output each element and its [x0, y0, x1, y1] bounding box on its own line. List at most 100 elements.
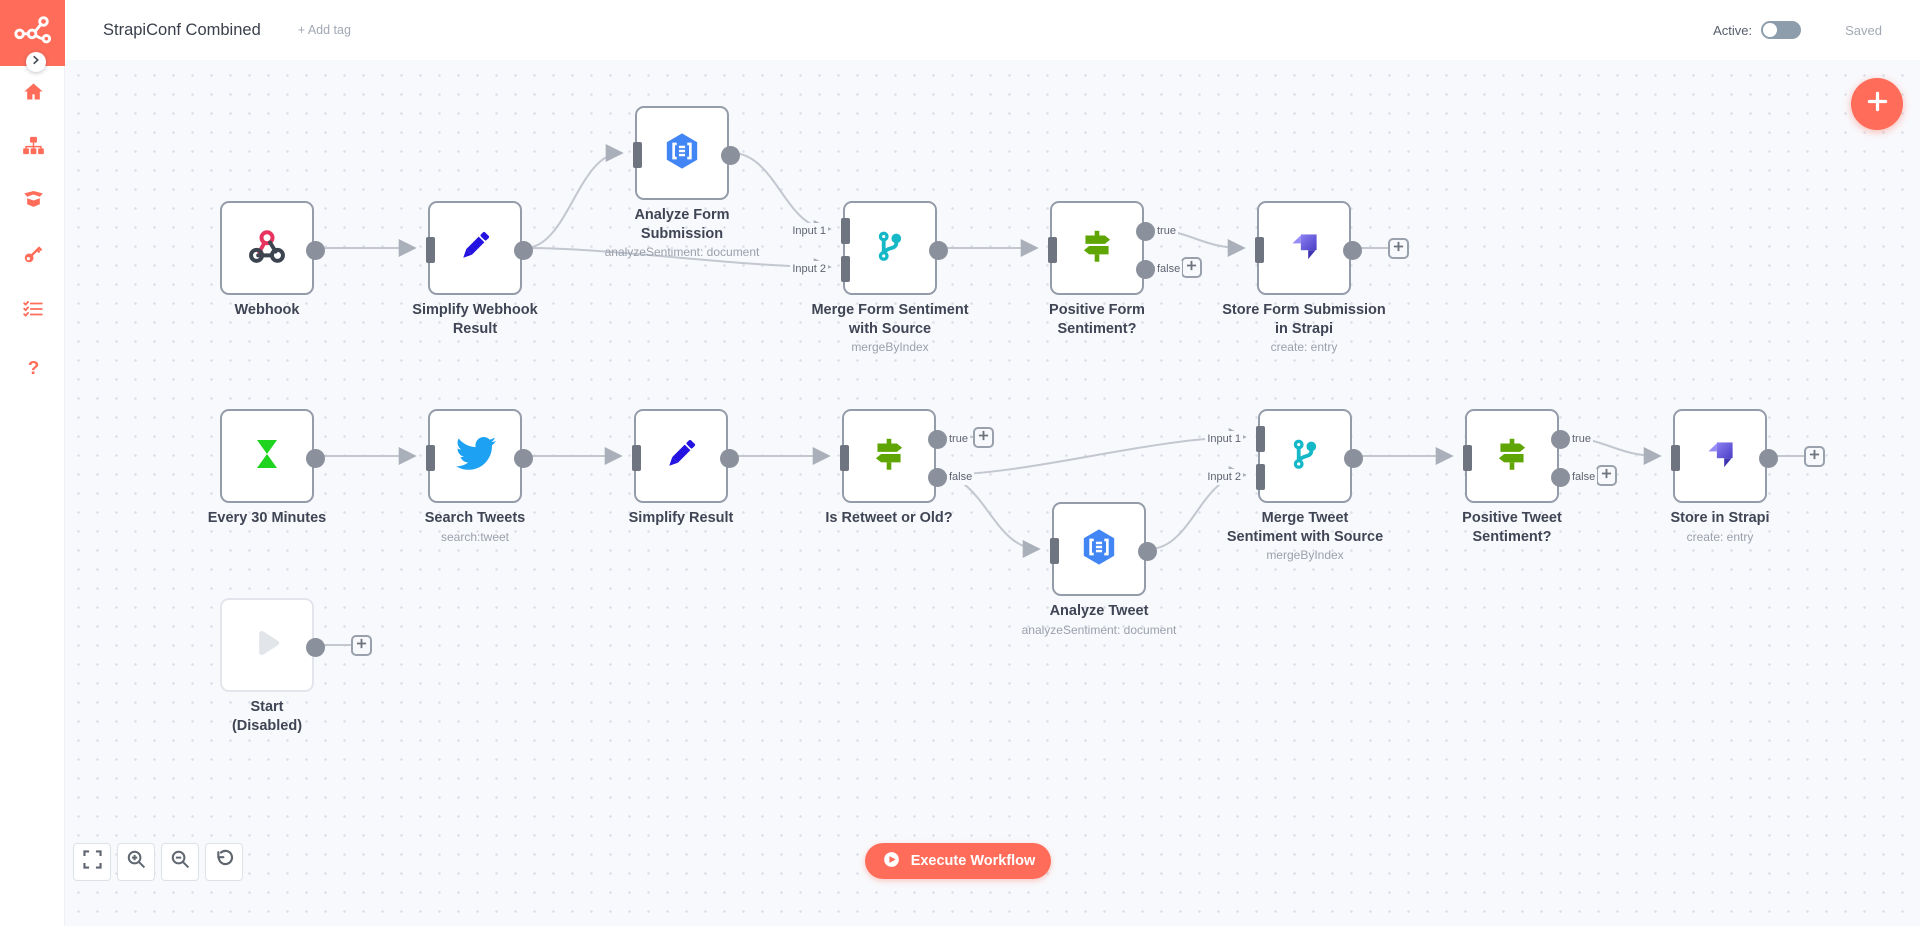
- reset-zoom-button[interactable]: [205, 843, 243, 881]
- sidebar-item-templates[interactable]: [21, 189, 45, 213]
- input-port[interactable]: [1255, 464, 1265, 490]
- sidebar-item-executions[interactable]: [21, 299, 45, 323]
- input-port[interactable]: [839, 445, 849, 471]
- add-connected-node-button[interactable]: [351, 634, 372, 656]
- sitemap-icon: [22, 134, 45, 162]
- node-simplify-result[interactable]: Simplify Result: [629, 409, 739, 526]
- zoom-in-icon: [125, 848, 148, 876]
- box-open-icon: [22, 187, 45, 215]
- plus-small-icon: [978, 428, 989, 446]
- active-toggle[interactable]: [1761, 21, 1802, 39]
- output-port[interactable]: [928, 240, 948, 260]
- sidebar-item-help[interactable]: ?: [21, 358, 45, 382]
- output-port[interactable]: [1135, 259, 1155, 279]
- plus-small-icon: [1601, 466, 1612, 484]
- execute-workflow-button[interactable]: Execute Workflow: [865, 843, 1051, 879]
- output-port[interactable]: [305, 448, 325, 468]
- chevron-right-icon: [30, 53, 42, 71]
- if-icon: [868, 433, 910, 480]
- pencil-icon: [454, 225, 496, 272]
- sidebar-item-home[interactable]: [21, 82, 45, 106]
- key-icon: [22, 243, 44, 270]
- workflow-canvas[interactable]: [65, 60, 1920, 926]
- output-port[interactable]: [1135, 221, 1155, 241]
- pencil-icon: [660, 433, 702, 480]
- output-port[interactable]: [1137, 541, 1157, 561]
- node-simplify-webhook-result[interactable]: Simplify Webhook Result: [412, 201, 538, 337]
- output-port[interactable]: [720, 145, 740, 165]
- zoom-out-button[interactable]: [161, 843, 199, 881]
- strapi-icon: [1283, 225, 1325, 272]
- add-connected-node-button[interactable]: [1804, 445, 1825, 467]
- n8n-logo: [12, 10, 54, 57]
- sidebar: ?: [0, 0, 65, 926]
- add-connected-node-button[interactable]: [1388, 237, 1409, 259]
- sidebar-item-workflows[interactable]: [21, 136, 45, 160]
- input-port[interactable]: [1047, 237, 1057, 263]
- toggle-knob: [1763, 23, 1778, 37]
- input-port[interactable]: [632, 142, 642, 168]
- play-circle-icon: [881, 849, 902, 874]
- input-port[interactable]: [840, 218, 850, 244]
- zoom-in-button[interactable]: [117, 843, 155, 881]
- active-label: Active:: [1713, 22, 1753, 38]
- output-port[interactable]: [927, 467, 947, 487]
- fit-view-icon: [81, 848, 104, 876]
- merge-icon: [869, 225, 911, 272]
- input-port[interactable]: [840, 256, 850, 282]
- input-port[interactable]: [1462, 445, 1472, 471]
- plus-small-icon: [356, 636, 367, 654]
- output-port[interactable]: [305, 240, 325, 260]
- output-port[interactable]: [927, 429, 947, 449]
- plus-small-icon: [1809, 447, 1820, 465]
- input-port[interactable]: [1255, 426, 1265, 452]
- input-port[interactable]: [631, 445, 641, 471]
- checklist-icon: [22, 298, 44, 325]
- node-start[interactable]: Start (Disabled): [220, 598, 325, 734]
- add-node-button[interactable]: [1851, 78, 1903, 130]
- question-icon: ?: [23, 357, 44, 383]
- node-webhook[interactable]: Webhook: [220, 201, 325, 318]
- input-port[interactable]: [1049, 538, 1059, 564]
- output-port[interactable]: [1758, 448, 1778, 468]
- output-port[interactable]: [719, 448, 739, 468]
- zoom-out-icon: [169, 848, 192, 876]
- sidebar-item-credentials[interactable]: [21, 244, 45, 268]
- reset-zoom-icon: [213, 848, 236, 876]
- output-port[interactable]: [1342, 240, 1362, 260]
- if-icon: [1491, 433, 1533, 480]
- output-port[interactable]: [1550, 467, 1570, 487]
- add-connected-node-button[interactable]: [1596, 464, 1617, 486]
- output-port[interactable]: [513, 240, 533, 260]
- workflow-title[interactable]: StrapiConf Combined: [103, 20, 261, 39]
- webhook-icon: [245, 224, 289, 273]
- fit-view-button[interactable]: [73, 843, 111, 881]
- input-port[interactable]: [425, 445, 435, 471]
- header: StrapiConf Combined + Add tag Active: Sa…: [65, 0, 1920, 60]
- input-port[interactable]: [425, 237, 435, 263]
- canvas-controls: [73, 843, 243, 881]
- add-connected-node-button[interactable]: [973, 426, 994, 448]
- input-port[interactable]: [1254, 237, 1264, 263]
- output-port[interactable]: [513, 448, 533, 468]
- output-port[interactable]: [1550, 429, 1570, 449]
- node-every-30-minutes[interactable]: Every 30 Minutes: [208, 409, 326, 526]
- input-port[interactable]: [1670, 445, 1680, 471]
- output-port[interactable]: [305, 637, 325, 657]
- add-tag-button[interactable]: + Add tag: [297, 23, 351, 37]
- sidebar-collapse-button[interactable]: [26, 52, 46, 72]
- add-connected-node-button[interactable]: [1181, 256, 1202, 278]
- gcp-language-icon: [1077, 525, 1121, 574]
- output-port[interactable]: [1343, 448, 1363, 468]
- plus-small-icon: [1186, 258, 1197, 276]
